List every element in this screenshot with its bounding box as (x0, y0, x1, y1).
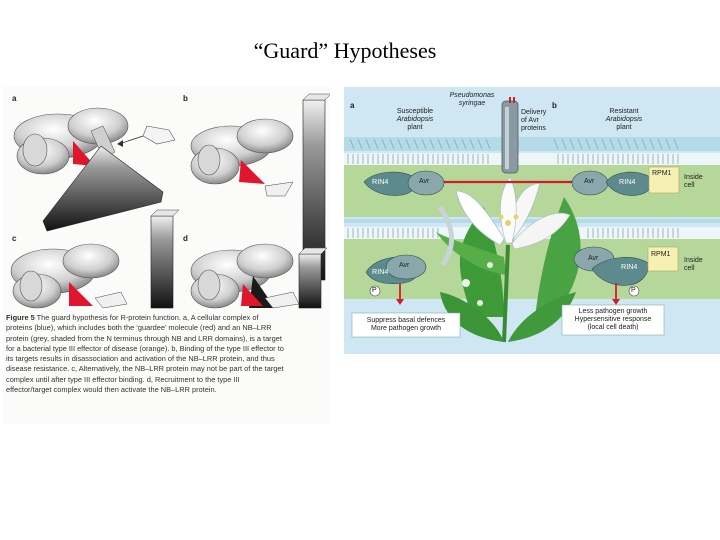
guard-hypothesis-figure: a b c d Figure 5 The guard hypothesis fo… (3, 86, 330, 424)
rpm1-label-upper: RPM1 (652, 170, 672, 177)
rin4-rpm1-figure: a b Pseudomonas syringae Delivery of Avr… (344, 87, 720, 354)
avr-label-b-upper: Avr (584, 178, 595, 185)
outcome-left-line2: More pathogen growth (370, 325, 442, 332)
outcome-right-line1: Less pathogen growth (578, 308, 648, 315)
caption-line: disease resistance. c, Alternatively, th… (6, 364, 284, 374)
rin4-avr-complex-a-upper (363, 170, 445, 196)
susceptible-plant-label: Susceptible Arabidopsis plant (384, 108, 446, 132)
panel-a-label: a (12, 94, 17, 103)
outcome-left-text: Suppress basal defences More pathogen gr… (352, 317, 460, 333)
pseudomonas-line2: syringae (458, 100, 486, 107)
right-panel-a-label: a (350, 101, 355, 110)
figure-label: Figure 5 (6, 313, 35, 322)
susceptible-line1: Susceptible (396, 108, 434, 115)
rpm1-label-lower: RPM1 (651, 251, 671, 258)
phospho-label-b: P (631, 287, 636, 294)
inside-line1: Inside (684, 257, 703, 264)
delivery-label: Delivery of Avr proteins (521, 109, 561, 133)
rin4-avr-complex-a-lower (365, 205, 455, 305)
arabidopsis-plant-illustration (436, 176, 581, 343)
inside-line1: Inside (684, 174, 703, 181)
susceptible-line2: Arabidopsis (396, 116, 434, 123)
caption-line: protein (grey, shaded from the N terminu… (6, 333, 282, 343)
panel-c-illustration (10, 209, 180, 309)
delivery-line1: Delivery (521, 109, 547, 116)
panel-b-illustration (190, 93, 330, 281)
pseudomonas-line1: Pseudomonas (449, 92, 495, 99)
caption-line: complex until after type III effector bi… (6, 374, 240, 384)
inside-line2: cell (684, 182, 695, 189)
panel-c-label: c (12, 234, 17, 243)
rin4-rpm1-diagram (344, 87, 720, 354)
phospho-label-a: P (372, 287, 377, 294)
panel-d-illustration (190, 243, 328, 309)
caption-line: for a bacterial type III effector of dis… (6, 343, 284, 353)
caption-line: The guard hypothesis for R-protein funct… (36, 313, 259, 322)
rin4-label-b-lower: RIN4 (621, 262, 638, 271)
pseudomonas-syringe (501, 97, 519, 174)
plasma-membrane-upper (344, 153, 720, 165)
avr-label-a-upper: Avr (419, 178, 430, 185)
right-panel-b-label: b (552, 101, 557, 110)
rin4-label-a-upper: RIN4 (372, 177, 389, 186)
avr-label-b-lower: Avr (588, 255, 599, 262)
panel-d-label: d (183, 234, 188, 243)
panel-a-illustration (13, 107, 176, 232)
guard-hypothesis-diagram (10, 93, 330, 309)
resistant-line3: plant (616, 124, 632, 131)
outcome-left-line1: Suppress basal defences (366, 317, 446, 324)
inside-cell-label-upper: Inside cell (684, 174, 718, 190)
delivery-line3: proteins (521, 125, 546, 132)
slide-title: “Guard” Hypotheses (253, 38, 437, 63)
susceptible-line3: plant (407, 124, 423, 131)
inside-line2: cell (684, 265, 695, 272)
pseudomonas-label: Pseudomonas syringae (443, 92, 501, 108)
rin4-avr-rpm1-complex-b-lower (573, 246, 679, 305)
outcome-right-line2: Hypersensitive response (574, 316, 652, 323)
delivery-line2: of Avr (521, 117, 539, 124)
rin4-label-b-upper: RIN4 (619, 177, 636, 186)
resistant-plant-label: Resistant Arabidopsis plant (594, 108, 654, 132)
figure-caption: Figure 5 The guard hypothesis for R-prot… (6, 313, 328, 395)
resistant-line1: Resistant (609, 108, 639, 115)
panel-b-label: b (183, 94, 188, 103)
caption-line: proteins (blue), which includes both the… (6, 323, 272, 333)
outcome-right-line3: (local cell death) (587, 324, 639, 331)
rin4-avr-rpm1-complex-b-upper (571, 166, 680, 196)
avr-label-a-lower: Avr (399, 262, 410, 269)
outcome-box-left (351, 312, 461, 338)
outcome-right-text: Less pathogen growth Hypersensitive resp… (562, 308, 664, 332)
rin4-label-a-lower: RIN4 (372, 267, 389, 276)
outcome-box-right (561, 304, 665, 336)
inside-cell-label-lower: Inside cell (684, 257, 718, 273)
caption-line: effector/target complex would then activ… (6, 385, 217, 395)
caption-line: its targets results in disassociation an… (6, 354, 275, 364)
resistant-line2: Arabidopsis (605, 116, 643, 123)
